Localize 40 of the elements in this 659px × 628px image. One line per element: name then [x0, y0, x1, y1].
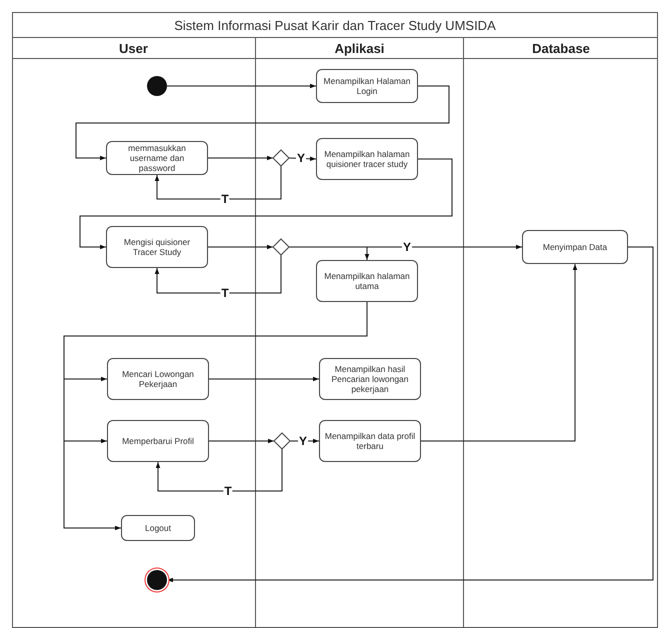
process-box: Logout: [121, 515, 195, 541]
arrow: [288, 156, 316, 162]
process-box: Menampilkan halaman quisioner tracer study: [316, 138, 418, 180]
arrow: [156, 448, 282, 492]
arrow: [420, 264, 578, 442]
decision-diamond: [273, 150, 289, 166]
process-box: Memperbarui Profil: [107, 420, 209, 462]
lane-header: Aplikasi: [334, 40, 386, 58]
end-node: [147, 570, 167, 590]
edge-label: Y: [298, 435, 308, 447]
process-box: Menyimpan Data: [522, 230, 628, 264]
arrow: [166, 246, 654, 582]
arrow: [166, 84, 316, 88]
decision-diamond: [273, 239, 289, 255]
arrow: [208, 438, 274, 444]
process-box: Mencari Lowongan Pekerjaan: [107, 358, 209, 400]
process-box: Menampilkan halaman utama: [316, 260, 418, 302]
arrow: [154, 166, 282, 200]
diagram-title: Sistem Informasi Pusat Karir dan Tracer Study UMSIDA: [174, 18, 496, 32]
process-box: Menampilkan hasil Pencarian lowongan pekerjaan: [319, 358, 421, 400]
arrow: [208, 244, 274, 250]
arrow: [288, 246, 370, 260]
arrow: [80, 158, 452, 250]
process-box: Menampilkan data profil terbaru: [319, 420, 421, 462]
edge-label: T: [220, 287, 230, 299]
arrow: [290, 438, 320, 444]
arrow: [154, 254, 282, 294]
edge-label: Y: [296, 152, 306, 164]
process-box: memmasukkan username dan password: [106, 141, 208, 175]
edge-label: T: [223, 485, 233, 497]
arrow: [76, 86, 450, 160]
arrow: [208, 376, 320, 382]
process-box: Menampilkan Halaman Login: [316, 69, 418, 103]
lane-header: Database: [531, 40, 591, 58]
arrow: [208, 156, 274, 160]
decision-diamond: [274, 433, 290, 449]
edge-label: Y: [402, 241, 412, 253]
process-box: Mengisi quisioner Tracer Study: [106, 226, 208, 268]
lane-header: User: [118, 40, 149, 58]
edge-label: T: [220, 193, 230, 205]
